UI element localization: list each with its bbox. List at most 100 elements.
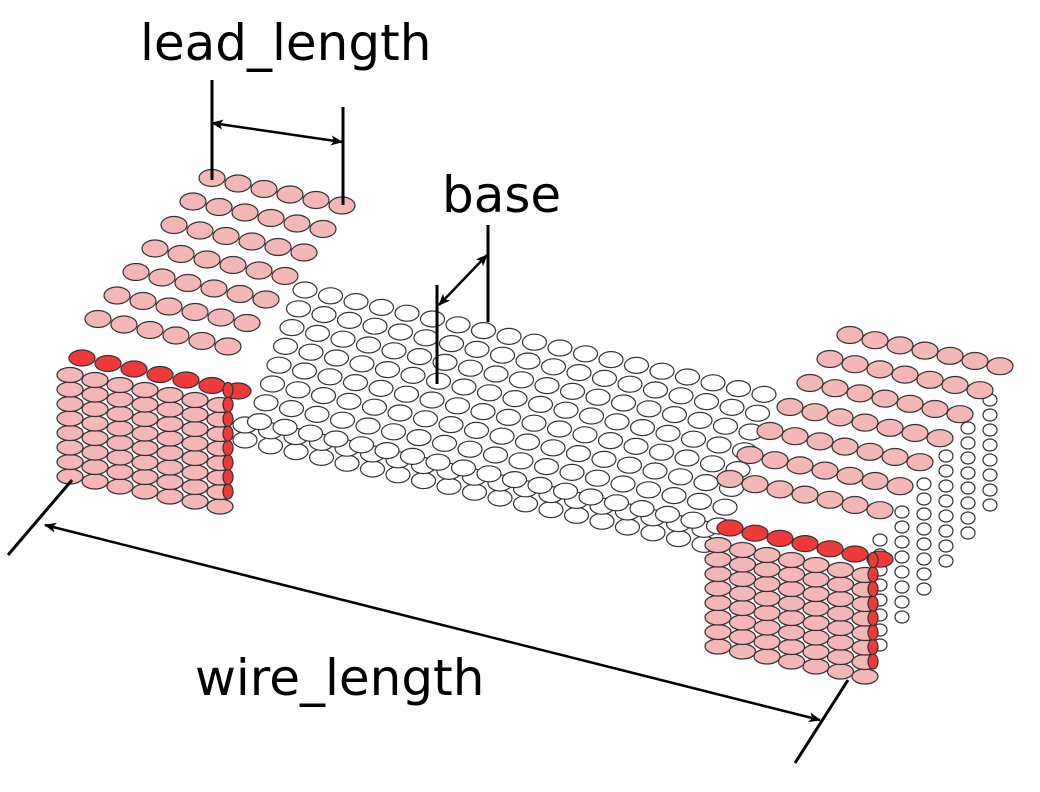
atom [629,500,655,518]
atom [777,653,806,670]
atom [419,310,446,328]
atom [167,244,195,264]
atom [916,582,932,596]
atom [342,374,369,392]
atom [515,352,541,370]
atom [68,349,96,367]
atom [572,426,598,444]
atom [591,369,618,387]
atom [308,448,335,466]
atom [283,443,309,461]
atom [131,381,159,399]
atom [578,407,605,425]
atom [129,291,157,311]
atom [81,458,109,476]
wire-top-surface [246,281,777,535]
atom [938,539,954,553]
atom [419,391,445,409]
atom [911,341,939,360]
atom [744,404,771,422]
atom [387,404,413,422]
atom [777,624,806,641]
atom [387,323,414,341]
atom [712,498,738,516]
atom [141,239,169,258]
atom [616,456,643,474]
atom [56,395,84,413]
atom [591,450,617,468]
atom [334,454,360,472]
wire-length-tick-left [6,479,74,556]
atom [400,366,426,384]
atom [222,483,234,500]
atom [156,386,184,404]
atom [642,381,669,399]
atom [156,430,184,447]
atom [457,359,484,377]
atom [501,471,528,489]
atom [245,261,273,280]
atom [960,496,976,510]
atom [222,439,234,457]
atom [894,595,910,609]
atom [222,425,234,442]
atom [198,376,226,395]
atom [81,429,109,447]
atom [222,410,234,428]
atom [368,298,395,316]
atom [826,619,855,637]
atom [222,381,234,399]
atom [661,406,688,424]
atom [753,561,781,578]
lead-length-annotation: lead_length [140,14,431,205]
atom [572,345,599,363]
atom [846,384,874,403]
atom [181,449,209,467]
atom [589,512,615,530]
atom [841,545,869,563]
atom [323,349,350,367]
atom [257,208,285,228]
atom [826,408,854,427]
atom [361,398,388,416]
atom [700,374,726,392]
atom [432,353,458,371]
atom [81,386,109,403]
atom [131,468,159,486]
atom [222,468,234,486]
atom [704,594,732,612]
atom [565,445,592,463]
atom [802,556,830,574]
atom [438,416,464,434]
atom [512,495,539,513]
atom [584,469,611,487]
atom [938,524,954,538]
atom [252,290,280,309]
atom [283,214,311,233]
atom [894,580,910,594]
atom [642,462,668,480]
atom [926,429,954,448]
atom [704,536,732,554]
atom [514,433,541,451]
lead-length-label: lead_length [140,14,431,72]
atom [756,421,784,441]
atom [232,431,258,449]
atom [871,389,899,408]
atom [349,355,375,373]
atom [181,302,209,322]
atom [706,436,732,454]
atom [816,490,844,509]
atom [330,330,356,348]
atom [886,477,914,496]
atom [938,479,954,493]
atom [867,580,879,598]
wire-length-arrow [44,522,821,723]
atom [482,446,509,464]
atom [826,561,855,579]
atom [826,648,855,666]
atom [712,417,739,435]
atom [856,442,884,461]
